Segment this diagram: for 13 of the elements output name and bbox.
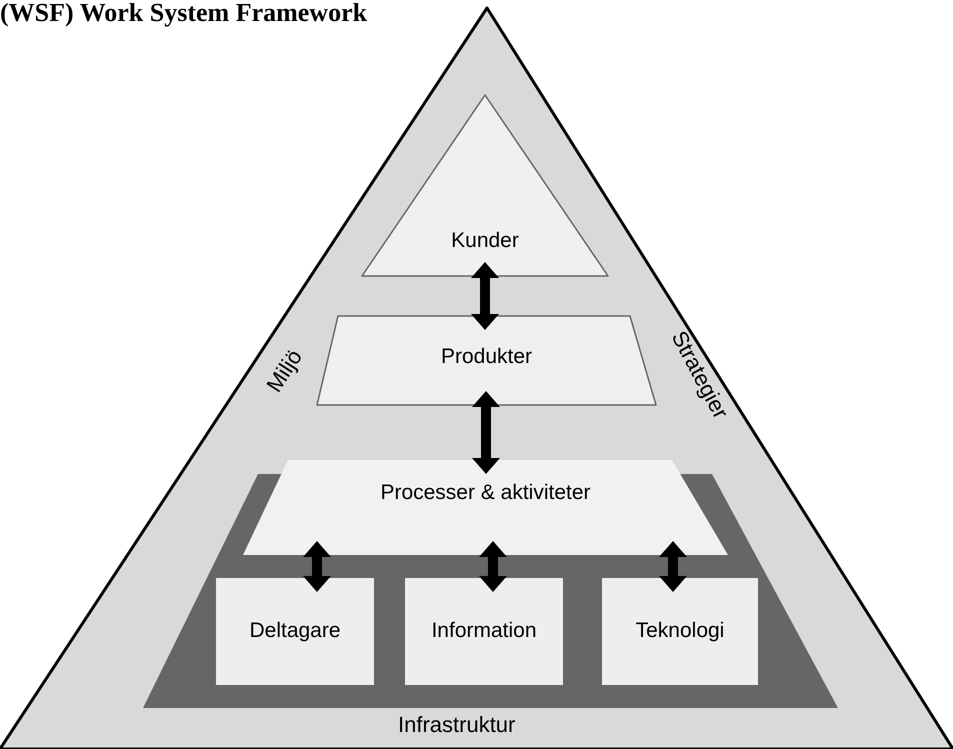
node-label: Processer & aktiviteter [380,482,591,503]
infrastructure-label: Infrastruktur [398,714,516,736]
node-label: Kunder [451,230,519,251]
double-arrow [303,541,331,592]
double-arrow [472,391,500,474]
node-label: Teknologi [636,620,724,641]
double-arrow [471,262,499,330]
node-label: Deltagare [249,620,341,641]
double-arrow [479,541,507,592]
title: (WSF) Work System Framework [0,0,368,26]
double-arrow [659,541,687,592]
node-label: Produkter [440,346,532,367]
node-label: Information [431,620,537,641]
